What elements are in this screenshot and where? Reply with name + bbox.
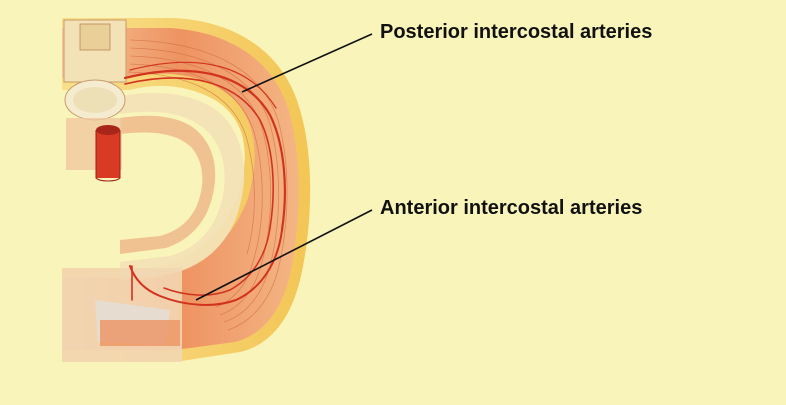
sternum-region	[62, 268, 182, 362]
anterior-intercostal-arteries	[129, 227, 283, 306]
aorta	[95, 125, 121, 182]
posterior-intercostal-arteries-label: Posterior intercostal arteries	[380, 21, 653, 43]
rib-band	[120, 92, 245, 281]
anterior-leader-line	[195, 209, 373, 301]
posterior-intercostal-arteries	[123, 61, 286, 232]
posterior-leader-line	[241, 33, 373, 93]
anterior-intercostal-arteries-label: Anterior intercostal arteries	[380, 197, 643, 219]
thoracic-wall-muscle	[62, 28, 299, 350]
rib-band-inner	[120, 115, 216, 254]
